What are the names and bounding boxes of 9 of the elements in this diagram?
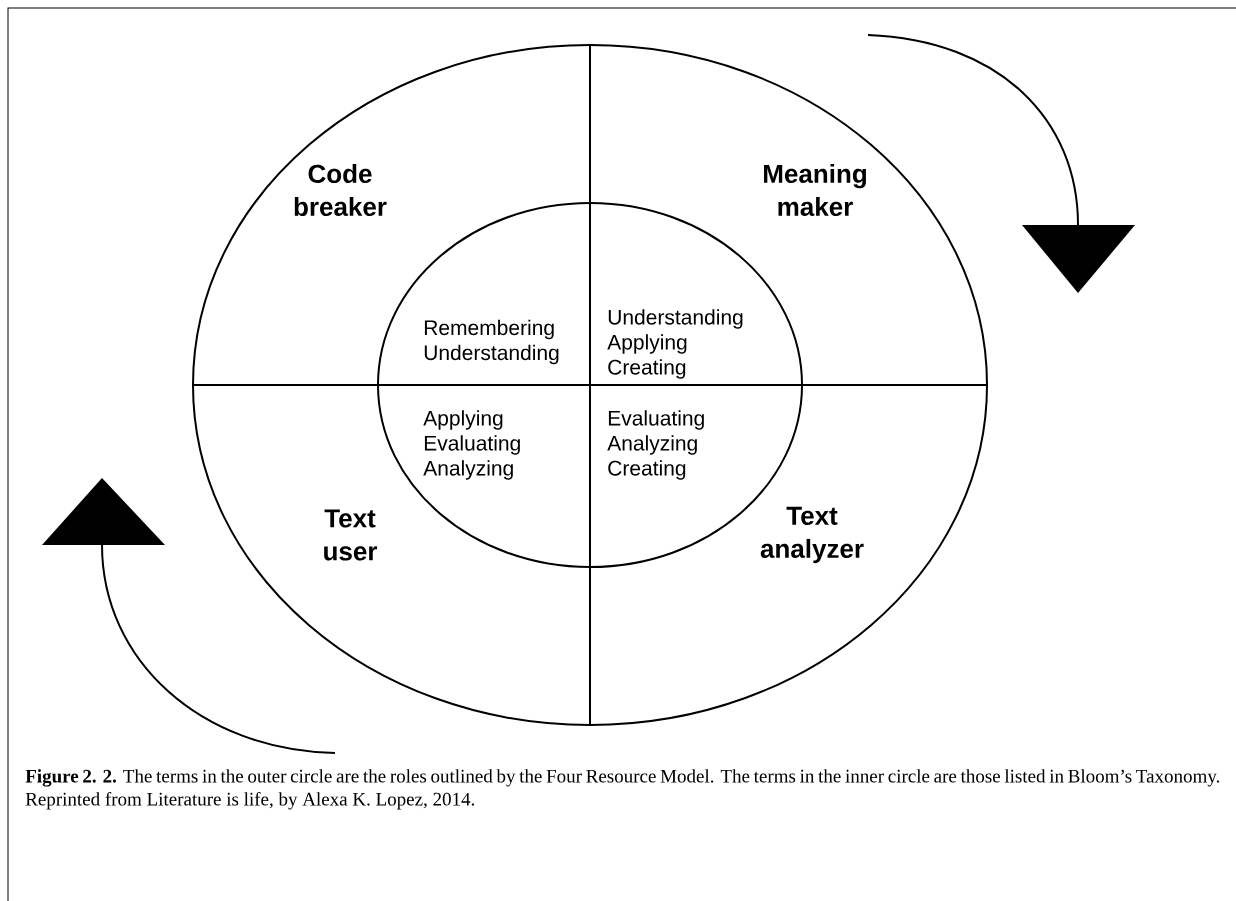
term-list: Understanding Applying Creating xyxy=(607,309,743,379)
caption: Figure 2. 2. The terms in the outer circle are the roles outlined by the Four Resource Model. The terms in the inner circle are those listed in Bloom’s Taxonomy. Reprinted from Literature is life, by Alexa K. Lopez, 2014. xyxy=(25,769,1220,810)
role-label: Meaning maker xyxy=(764,163,866,217)
term-list: Evaluating Analyzing Creating xyxy=(607,410,704,480)
role-label: Text analyzer xyxy=(760,506,864,564)
role-label: Code breaker xyxy=(294,163,387,217)
term-list: Remembering Understanding xyxy=(424,319,559,365)
term-list: Applying Evaluating Analyzing xyxy=(423,410,520,480)
role-label: Text user xyxy=(324,509,378,561)
